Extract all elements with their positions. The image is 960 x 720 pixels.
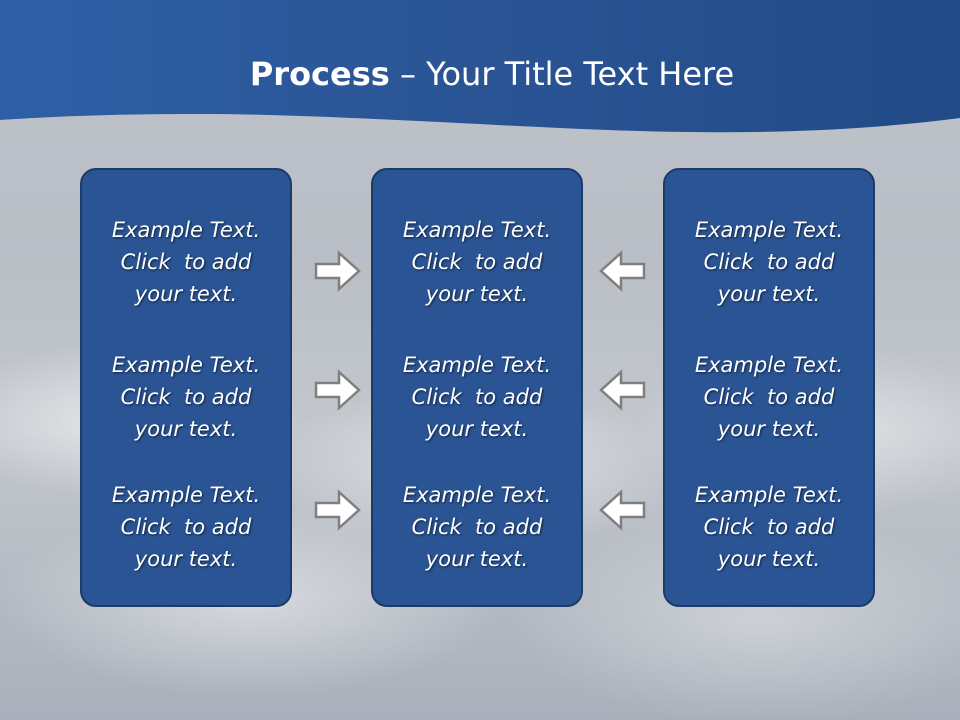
text-line: Click to add [703,250,835,274]
text-line: Click to add [120,515,252,539]
right-arrow-icon[interactable] [313,489,363,531]
text-line: your text. [717,417,821,441]
page-title[interactable]: Process – Your Title Text Here [12,52,960,96]
title-rest: – Your Title Text Here [389,55,735,93]
text-line: Click to add [120,385,252,409]
text-line: Example Text. [402,483,552,507]
text-line: Example Text. [694,353,844,377]
text-line: your text. [134,417,238,441]
text-line: your text. [425,417,529,441]
text-line: Example Text. [402,218,552,242]
text-line: Click to add [411,250,543,274]
text-line: your text. [134,282,238,306]
box-text[interactable]: Example Text. Click to add your text. [373,349,581,445]
text-line: Click to add [703,385,835,409]
text-line: your text. [425,547,529,571]
left-arrow-icon[interactable] [597,369,647,411]
box-text[interactable]: Example Text. Click to add your text. [82,479,290,575]
process-box-left[interactable]: Example Text. Click to add your text. Ex… [80,168,292,607]
text-line: Example Text. [111,218,261,242]
title-bold: Process [249,55,390,93]
right-arrow-icon[interactable] [313,250,363,292]
title-banner [0,0,960,133]
box-text[interactable]: Example Text. Click to add your text. [665,349,873,445]
box-text[interactable]: Example Text. Click to add your text. [373,479,581,575]
text-line: Example Text. [111,483,261,507]
left-arrow-icon[interactable] [597,489,647,531]
process-box-right[interactable]: Example Text. Click to add your text. Ex… [663,168,875,607]
text-line: Example Text. [694,483,844,507]
box-text[interactable]: Example Text. Click to add your text. [82,349,290,445]
text-line: your text. [717,547,821,571]
text-line: Click to add [411,385,543,409]
box-text[interactable]: Example Text. Click to add your text. [665,214,873,310]
box-text[interactable]: Example Text. Click to add your text. [373,214,581,310]
text-line: your text. [717,282,821,306]
left-arrow-icon[interactable] [597,250,647,292]
text-line: your text. [134,547,238,571]
box-text[interactable]: Example Text. Click to add your text. [82,214,290,310]
right-arrow-icon[interactable] [313,369,363,411]
text-line: Example Text. [694,218,844,242]
text-line: Click to add [703,515,835,539]
text-line: Example Text. [111,353,261,377]
text-line: Click to add [120,250,252,274]
text-line: your text. [425,282,529,306]
process-box-center[interactable]: Example Text. Click to add your text. Ex… [371,168,583,607]
text-line: Example Text. [402,353,552,377]
text-line: Click to add [411,515,543,539]
box-text[interactable]: Example Text. Click to add your text. [665,479,873,575]
